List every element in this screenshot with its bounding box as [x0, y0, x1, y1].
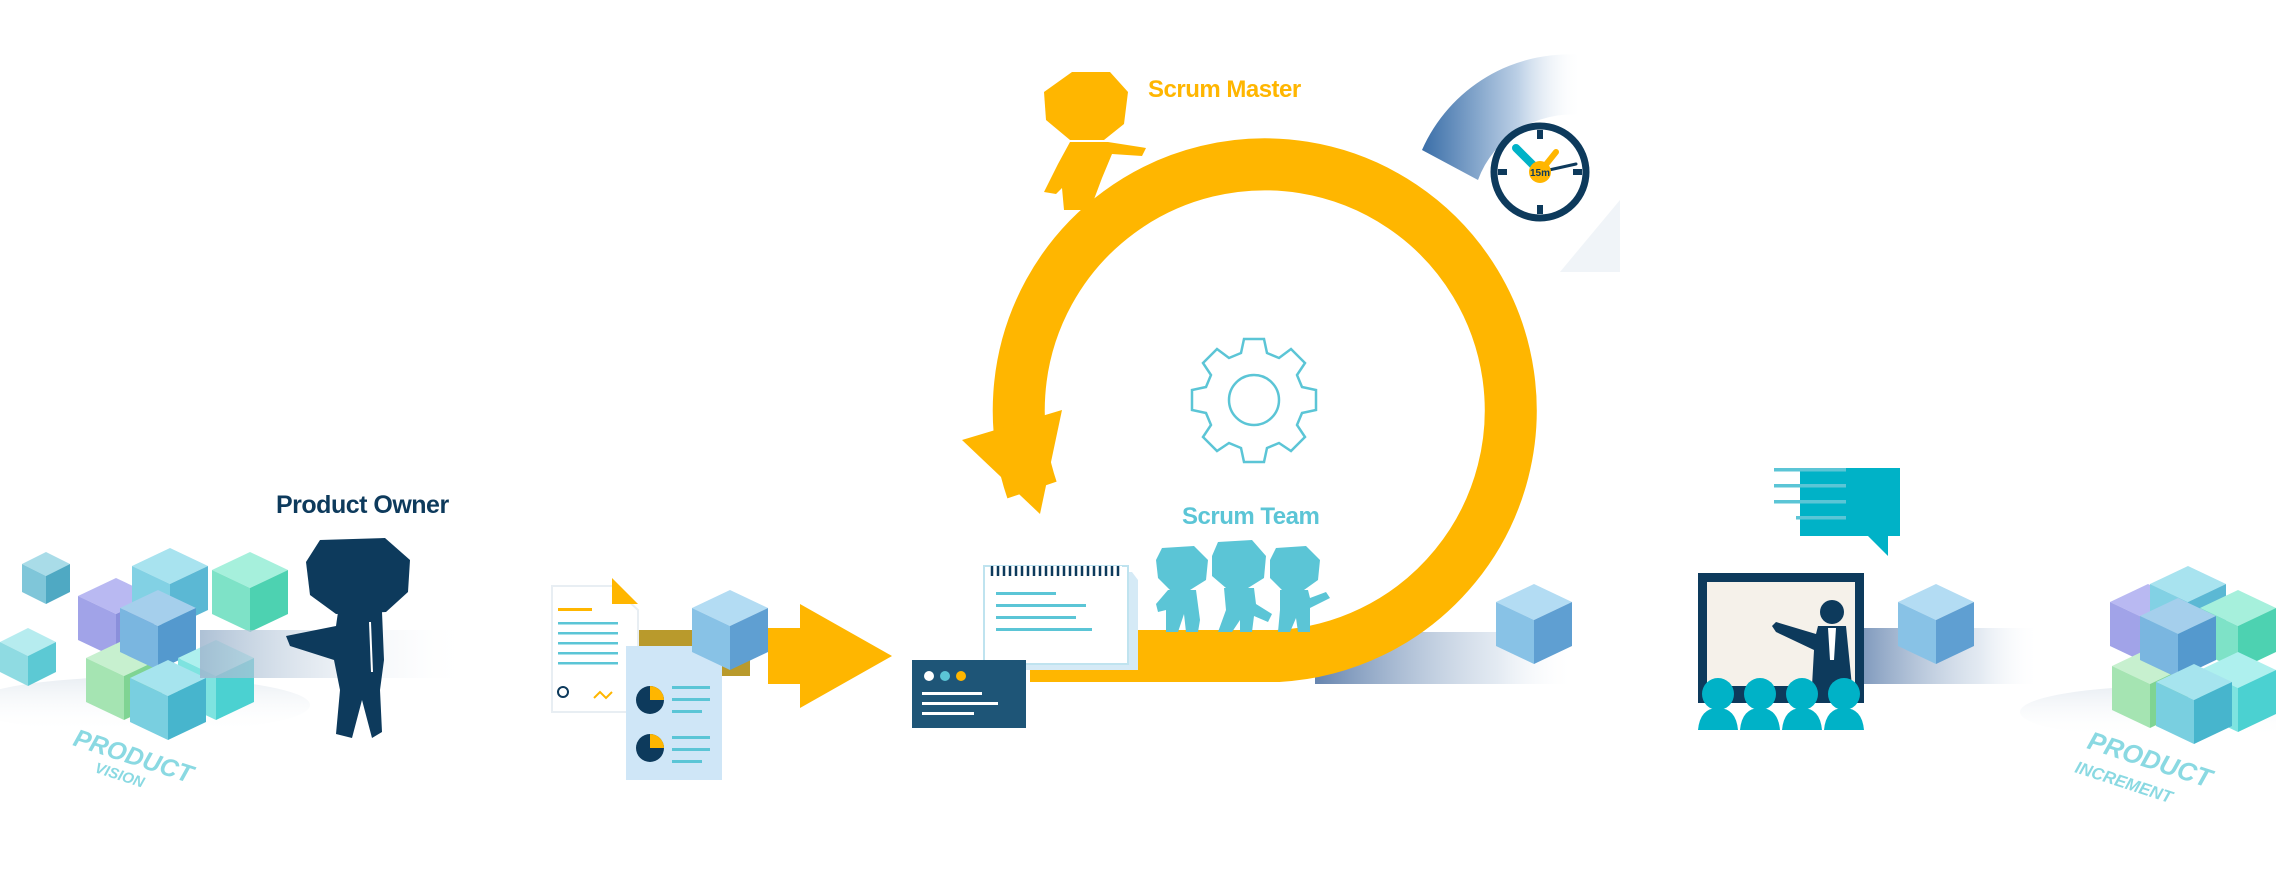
- scrum-master-body: [1044, 142, 1146, 210]
- sprint-board: [983, 565, 1138, 670]
- scrum-team-label: Scrum Team: [1182, 503, 1319, 530]
- audience: [1698, 678, 1864, 730]
- cube: [212, 552, 288, 632]
- scrum-master-head: [1044, 72, 1128, 140]
- chat-bubble-icon: [1774, 468, 1900, 556]
- scrum-master-label: Scrum Master: [1148, 76, 1301, 103]
- team-member: [1270, 546, 1330, 632]
- cube: [22, 552, 70, 604]
- backlog-chart-document: [626, 646, 722, 780]
- board-ruler: [990, 566, 1122, 576]
- scrum-master-figure: Scrum Master: [1044, 72, 1301, 210]
- cube: [2156, 664, 2232, 744]
- timer-arc: [1422, 54, 1582, 180]
- audience-member: [1782, 678, 1822, 730]
- product-owner-tie: [369, 621, 373, 673]
- clock-icon: 15m: [1490, 122, 1590, 222]
- cube: [2140, 598, 2216, 678]
- cube: [1496, 584, 1572, 664]
- product-backlog: [551, 578, 768, 780]
- sprint-card: [912, 660, 1026, 728]
- product-increment-stack: PRODUCT INCREMENT: [2020, 566, 2276, 808]
- sprint-loop-arrowhead: [962, 410, 1062, 514]
- sprint-loop: [992, 138, 1537, 682]
- product-owner-body: [286, 612, 384, 738]
- gear-icon: [1190, 337, 1318, 464]
- product-owner-label: Product Owner: [276, 491, 449, 519]
- timer-arc-lower: [1560, 200, 1620, 272]
- audience-member: [1698, 678, 1738, 730]
- audience-member: [1824, 678, 1864, 730]
- scrum-team-figure: Scrum Team: [1156, 503, 1330, 632]
- product-owner-head: [306, 538, 410, 614]
- backlog-document: [551, 578, 639, 713]
- cube: [0, 628, 56, 686]
- product-vision-stack: PRODUCT VISION: [0, 548, 310, 792]
- team-member: [1212, 540, 1272, 632]
- award-icon: [557, 686, 569, 698]
- sprint-review: [1698, 468, 2040, 730]
- cube: [692, 590, 768, 670]
- flow-arrow: [768, 604, 892, 708]
- team-member: [1156, 546, 1208, 632]
- presenter: [1772, 600, 1852, 686]
- timer-text: 15m: [1530, 168, 1550, 179]
- cube: [1898, 584, 1974, 664]
- cube: [130, 660, 206, 740]
- audience-member: [1740, 678, 1780, 730]
- product-owner-figure: Product Owner: [276, 491, 450, 738]
